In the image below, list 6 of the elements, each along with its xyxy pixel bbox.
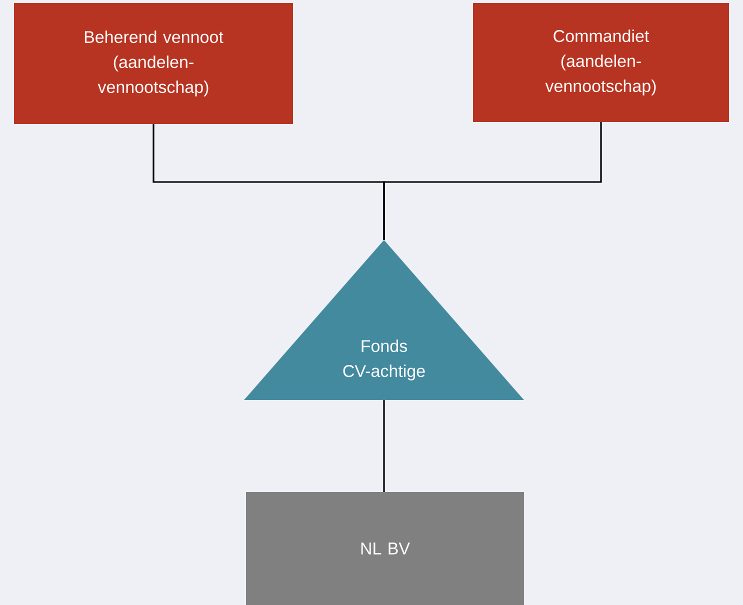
fund-triangle: Fonds CV-achtige: [244, 240, 524, 400]
entity-box: Beherend vennoot (aandelen-vennootschap): [14, 3, 293, 124]
connector-line: [383, 400, 385, 492]
entity-box: NL BV: [246, 492, 524, 605]
entity-box: Commandiet (aandelen-vennootschap): [473, 3, 729, 122]
connector-line: [383, 122, 602, 240]
